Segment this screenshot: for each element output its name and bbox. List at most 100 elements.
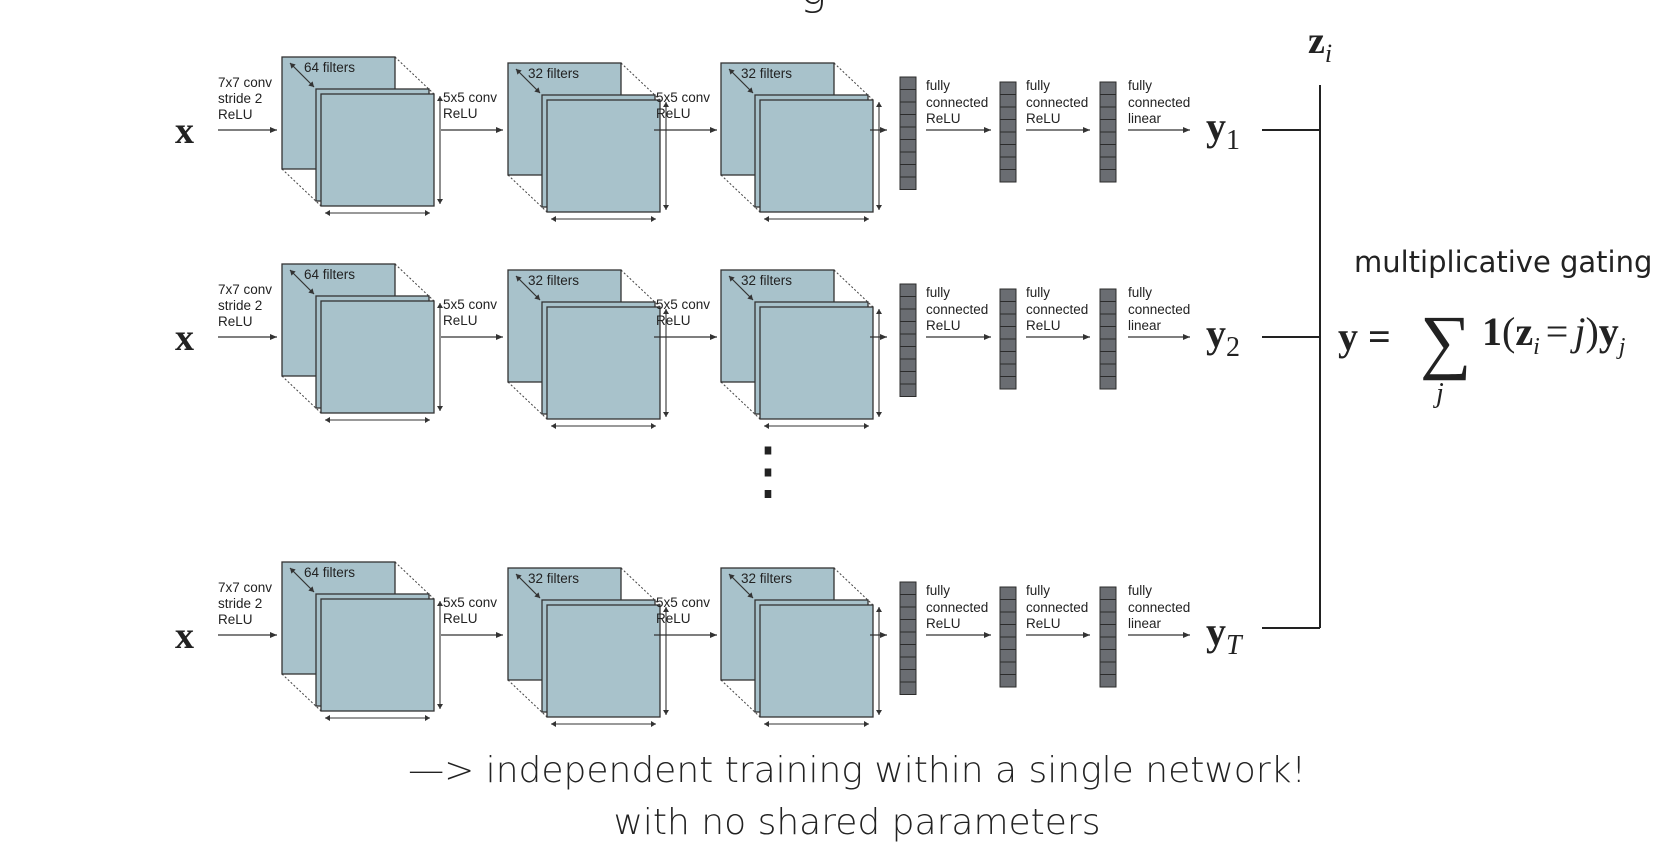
feature-map-front <box>320 300 435 414</box>
ellipsis: ⋮ <box>736 435 800 506</box>
conv1-label-1: 7x7 conv <box>218 75 272 90</box>
fc-cell <box>999 119 1017 133</box>
feature-map-front <box>759 99 874 213</box>
depth-arrow <box>515 573 541 599</box>
fc3-label-3: linear <box>1128 111 1162 126</box>
conv-stack-3: 32 filters <box>720 269 882 429</box>
feature-map-front <box>320 93 435 207</box>
fc-cell <box>1099 363 1117 377</box>
fc-cell <box>999 363 1017 377</box>
fc-cell <box>899 126 917 140</box>
conv2-label-2: ReLU <box>443 611 478 626</box>
feature-map-front <box>546 306 661 420</box>
fc-cell <box>899 114 917 128</box>
fc-cell <box>899 164 917 178</box>
conv3-label-2: ReLU <box>656 313 691 328</box>
fc-cell <box>1099 131 1117 145</box>
fc2-label-1: fully <box>1026 78 1050 93</box>
fc2-label-1: fully <box>1026 583 1050 598</box>
conv1-label-3: ReLU <box>218 612 253 627</box>
fc-cell <box>1099 288 1117 302</box>
fc-block-2 <box>999 586 1017 688</box>
fc-block-2 <box>999 288 1017 390</box>
fc-cell <box>899 619 917 633</box>
equation-lhs: y = <box>1338 314 1391 359</box>
fc-cell <box>899 333 917 347</box>
fc-cell <box>899 176 917 190</box>
output-y: yT <box>1206 609 1244 661</box>
fc-block-2 <box>999 81 1017 183</box>
fc-cell <box>1099 586 1117 600</box>
fc-cell <box>899 631 917 645</box>
conv2-label-2: ReLU <box>443 313 478 328</box>
feature-map-front <box>546 99 661 213</box>
fc-block-3 <box>1099 81 1117 183</box>
conv2-label-2: ReLU <box>443 106 478 121</box>
fc-cell <box>999 313 1017 327</box>
fc-cell <box>899 669 917 683</box>
fc-cell <box>1099 611 1117 625</box>
gating-equation: y = ∑ j 1(zi=j)yj <box>1338 301 1626 409</box>
fc1-label-3: ReLU <box>926 111 961 126</box>
filters-label: 32 filters <box>528 273 579 288</box>
fc-cell <box>1099 301 1117 315</box>
fc-block-1 <box>899 581 917 695</box>
output-y: y2 <box>1206 311 1240 363</box>
feature-map-front <box>546 604 661 718</box>
fc-cell <box>1099 624 1117 638</box>
fc2-label-2: connected <box>1026 302 1088 317</box>
fc-cell <box>899 594 917 608</box>
fc-cell <box>1099 674 1117 688</box>
fc2-label-3: ReLU <box>1026 616 1061 631</box>
fc1-label-2: connected <box>926 302 988 317</box>
fc-cell <box>899 358 917 372</box>
equation-rhs: 1(zi=j)yj <box>1482 309 1626 360</box>
fc-cell <box>899 606 917 620</box>
fc-cell <box>899 383 917 397</box>
depth-arrow <box>515 68 541 94</box>
fc1-label-1: fully <box>926 583 950 598</box>
fc3-label-3: linear <box>1128 318 1162 333</box>
fc-cell <box>1099 94 1117 108</box>
fc-cell <box>1099 119 1117 133</box>
fc-cell <box>899 139 917 153</box>
fc3-label-3: linear <box>1128 616 1162 631</box>
input-x: x <box>175 317 194 359</box>
conv1-label-1: 7x7 conv <box>218 282 272 297</box>
fc-cell <box>999 611 1017 625</box>
fc3-label-2: connected <box>1128 600 1190 615</box>
depth-arrow <box>728 275 754 301</box>
fc-cell <box>999 144 1017 158</box>
filters-label: 32 filters <box>528 571 579 586</box>
fc-cell <box>899 89 917 103</box>
fc3-label-1: fully <box>1128 285 1152 300</box>
fc-cell <box>1099 351 1117 365</box>
fc-cell <box>999 94 1017 108</box>
fc-cell <box>999 586 1017 600</box>
fc-cell <box>999 624 1017 638</box>
fc-cell <box>999 169 1017 183</box>
fc-cell <box>1099 156 1117 170</box>
fc-cell <box>1099 376 1117 390</box>
fc2-label-1: fully <box>1026 285 1050 300</box>
fc-cell <box>899 644 917 658</box>
sum-index: j <box>1433 378 1444 409</box>
conv-stack-3: 32 filters <box>720 567 882 727</box>
fc-cell <box>999 599 1017 613</box>
fc-cell <box>899 346 917 360</box>
conv3-label-2: ReLU <box>656 611 691 626</box>
fc-cell <box>899 656 917 670</box>
fc-cell <box>999 106 1017 120</box>
gate-variable: zi <box>1308 20 1332 68</box>
conv-stack-2: 32 filters <box>507 62 669 222</box>
fc-cell <box>1099 649 1117 663</box>
fc3-label-2: connected <box>1128 302 1190 317</box>
filters-label: 64 filters <box>304 565 355 580</box>
caption-line-1: —> independent training within a single … <box>408 750 1306 791</box>
fc-cell <box>999 351 1017 365</box>
fc-cell <box>999 338 1017 352</box>
conv-stack-2: 32 filters <box>507 269 669 429</box>
